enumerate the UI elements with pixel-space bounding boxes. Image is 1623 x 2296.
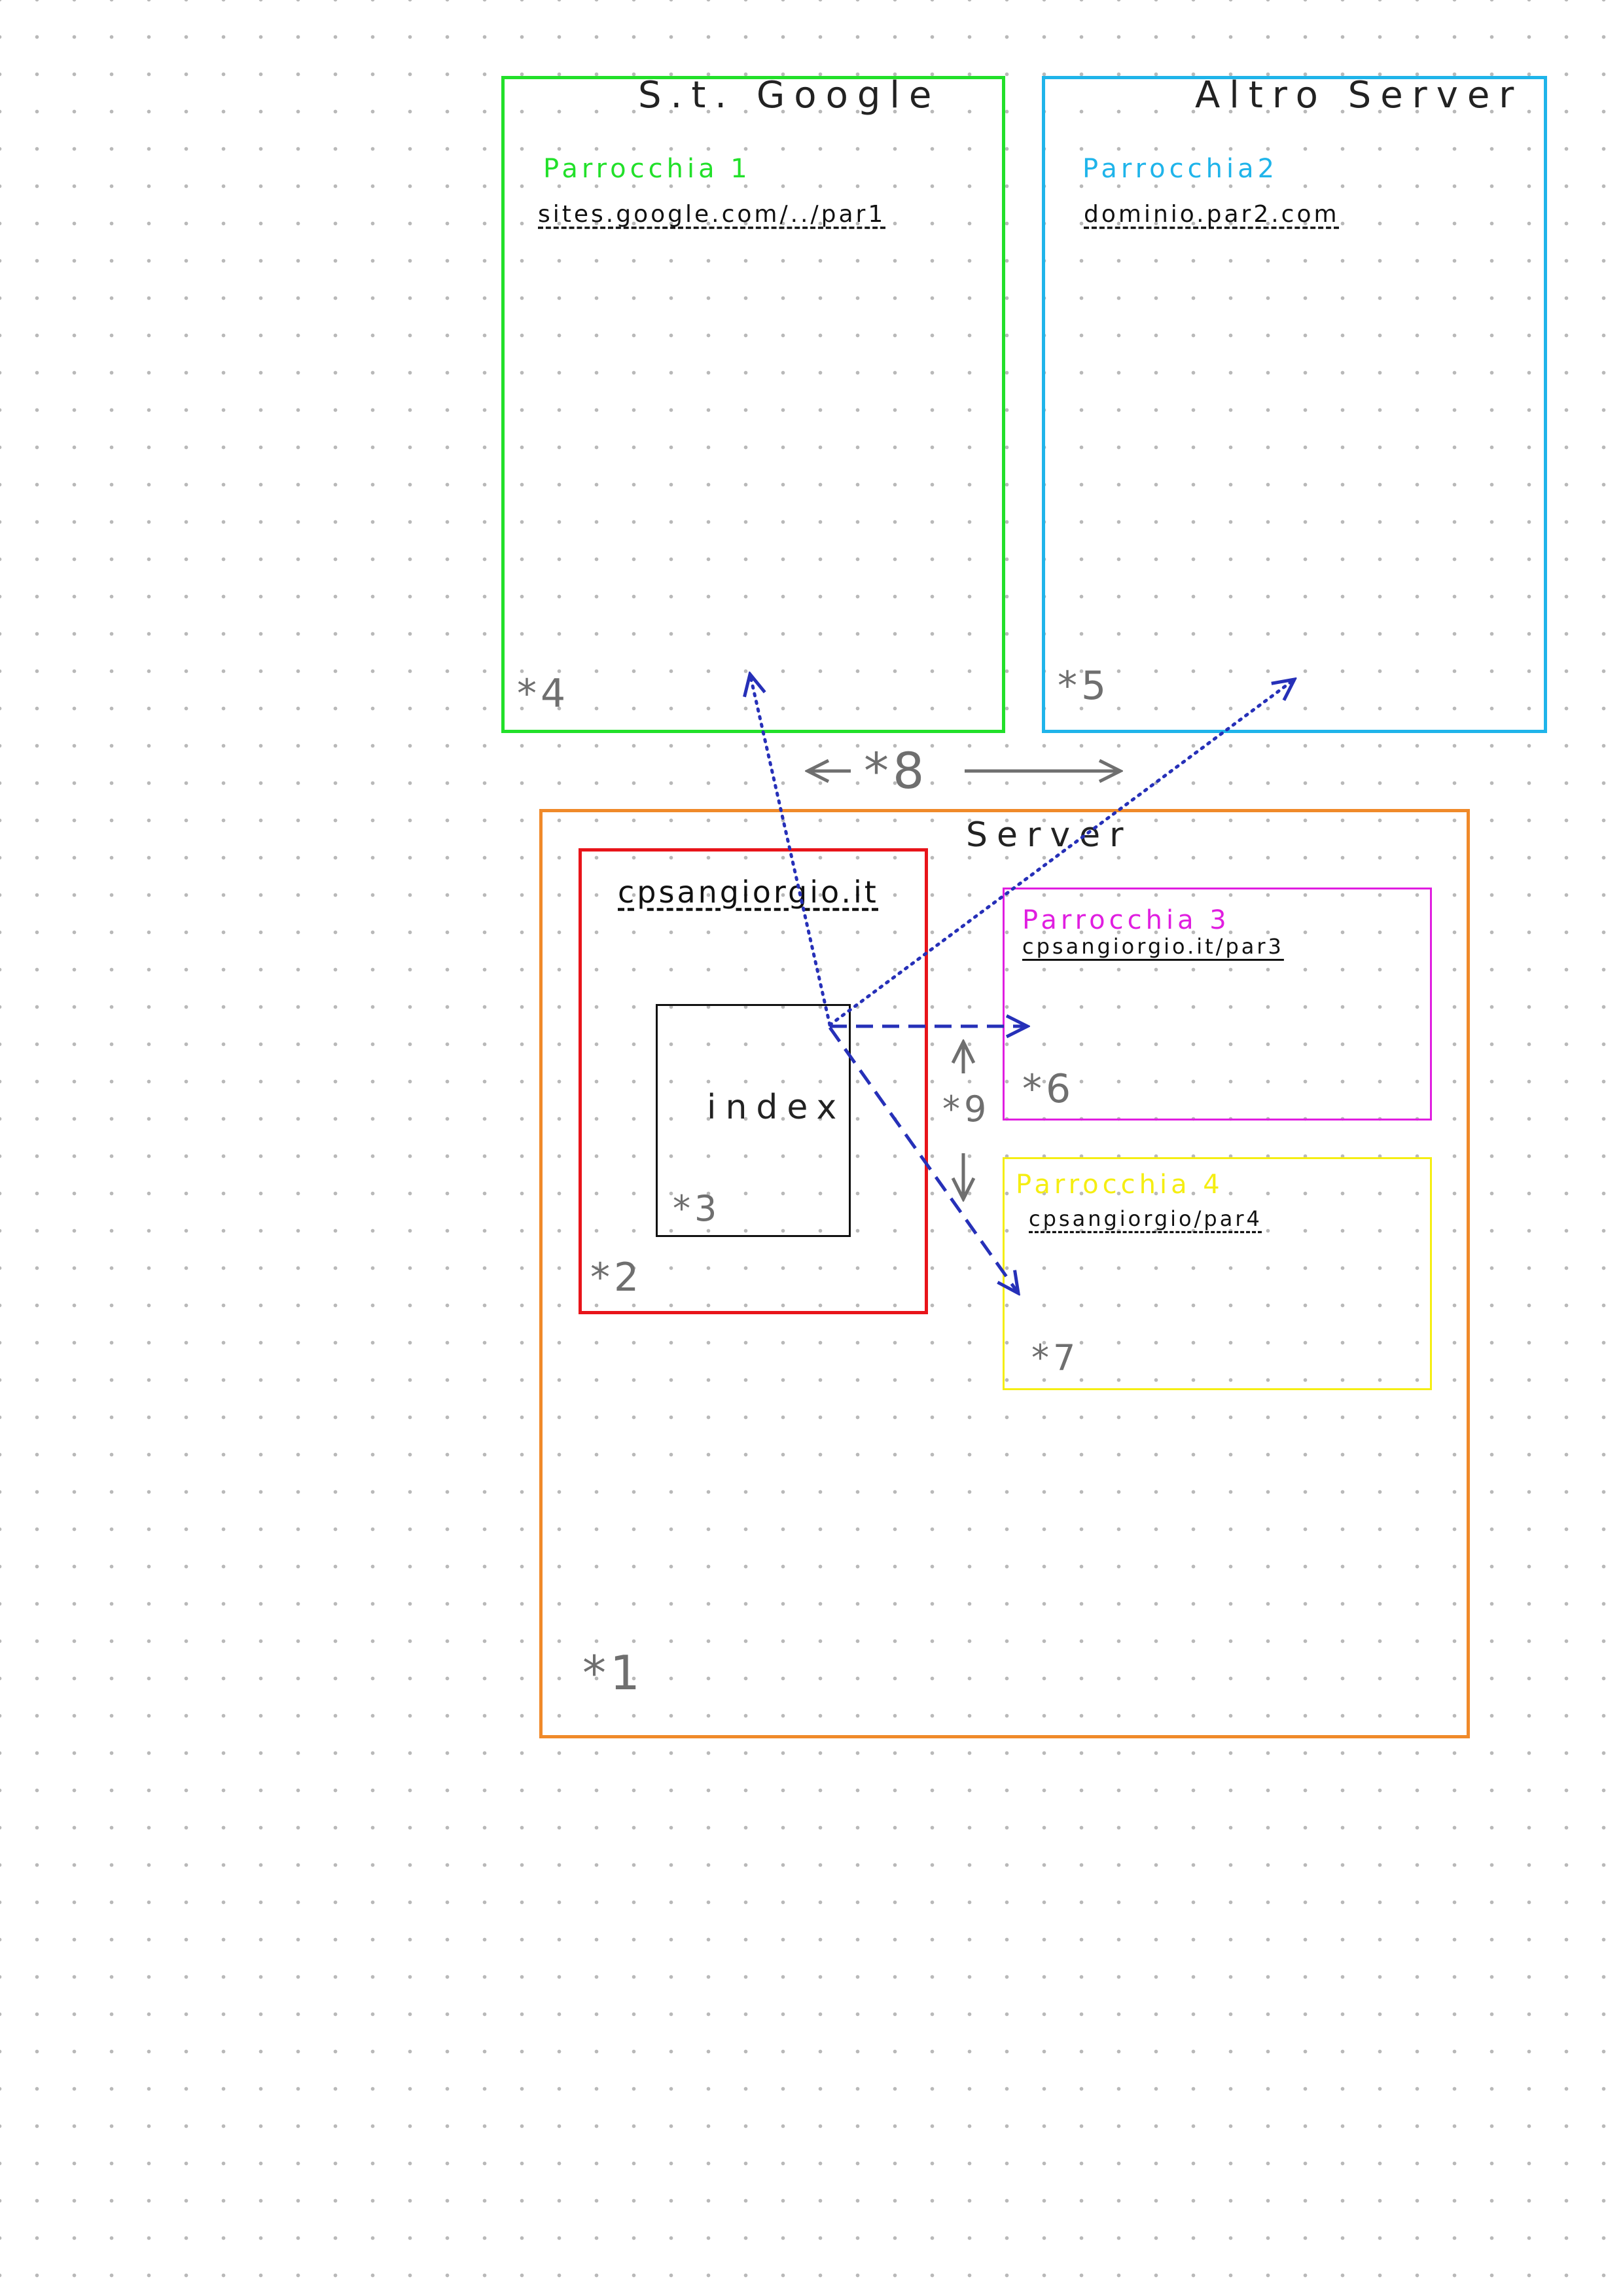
arrow-to-parish-2 [828,679,1294,1027]
arrow-to-parish-4 [828,1026,1018,1293]
domain-url: cpsangiorgio.it [618,874,879,910]
arrow-to-parish-1 [750,674,832,1027]
other-server-title: Altro Server [1195,74,1524,117]
parish-4-url: cpsangiorgio/par4 [1029,1206,1262,1231]
server-box [539,809,1470,1738]
marker-5: *5 [1058,663,1111,709]
server-title: Server [966,816,1133,855]
other-server-box [1042,76,1547,733]
parish-1-label: Parrocchia 1 [543,154,751,184]
marker-4: *4 [517,671,570,717]
parish-4-label: Parrocchia 4 [1016,1170,1224,1200]
parish-3-url: cpsangiorgio.it/par3 [1022,934,1284,959]
marker-8: *8 [864,742,929,800]
parish-2-label: Parrocchia2 [1082,154,1279,184]
marker-3: *3 [673,1188,721,1229]
parish-1-url: sites.google.com/../par1 [538,201,886,228]
marker-1: *1 [582,1645,644,1700]
index-box [656,1004,851,1237]
marker-2: *2 [590,1255,643,1300]
parish-3-box [1003,888,1432,1121]
parish-3-label: Parrocchia 3 [1022,905,1230,935]
index-label: index [707,1088,846,1127]
google-sites-box [501,76,1005,733]
google-sites-title: S.t. Google [638,74,941,117]
parish-2-url: dominio.par2.com [1084,201,1340,228]
marker-6: *6 [1022,1066,1075,1112]
marker-7: *7 [1031,1337,1080,1378]
domain-box [579,848,928,1314]
marker-9: *9 [942,1088,991,1130]
